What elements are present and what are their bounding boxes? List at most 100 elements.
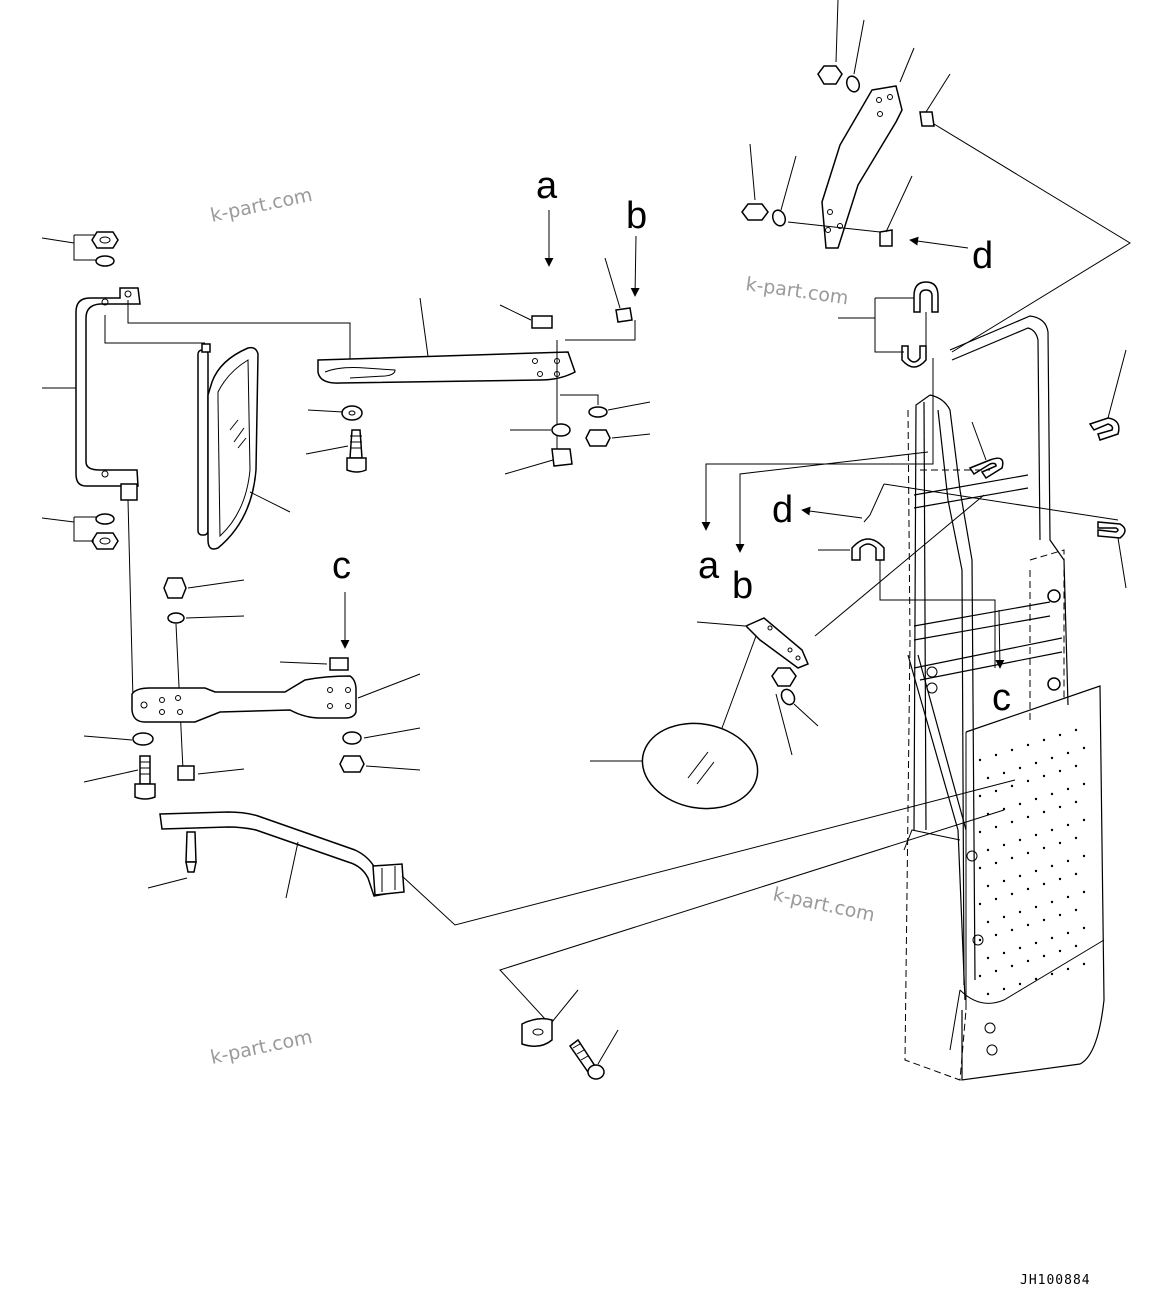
perforation-dot (1018, 874, 1022, 878)
perforation-dot (1018, 766, 1022, 770)
perforation-dot (1066, 895, 1070, 899)
perforation-dot (1010, 856, 1014, 860)
perforation-dot (986, 920, 990, 924)
perforation-dot (1010, 892, 1014, 896)
perforation-dot (1082, 962, 1086, 966)
bracket-plate-upper-right (821, 85, 903, 249)
upper-mirror-arm (305, 257, 651, 475)
perforation-dot (1058, 913, 1062, 917)
perforation-dot (1074, 872, 1078, 876)
perforation-dot (1074, 764, 1078, 768)
perforation-dot (1018, 910, 1022, 914)
perforation-dot (1066, 931, 1070, 935)
perforation-dot (1026, 887, 1030, 891)
mirror-bracket-left (75, 287, 141, 487)
perforation-dot (1074, 836, 1078, 840)
callout-d-mid: d (772, 489, 793, 531)
callout-b-top: b (626, 195, 647, 237)
callout-a-top: a (536, 165, 558, 207)
perforation-dot (1066, 967, 1070, 971)
perforation-dot (1050, 828, 1054, 832)
perforation-dot (1082, 926, 1086, 930)
perforation-dot (1002, 843, 1006, 847)
callout-arrows (340, 210, 1005, 669)
perforation-dot (1034, 869, 1038, 873)
perforation-dot (1050, 936, 1054, 940)
left-mirror-assembly (41, 231, 351, 701)
watermark: k-part.com (208, 1026, 314, 1069)
perforation-dot (986, 848, 990, 852)
perforation-dot (1058, 877, 1062, 881)
perforation-dot (994, 969, 998, 973)
perforation-dot (1034, 833, 1038, 837)
callout-c-mid: c (332, 545, 351, 587)
perforation-dot (986, 776, 990, 780)
callout-d-right: d (972, 235, 993, 277)
perforation-dot (1042, 738, 1046, 742)
perforation-dot (1050, 972, 1054, 976)
perforation-dot (1002, 987, 1006, 991)
nut-top-left (91, 231, 119, 249)
perforation-dot (1050, 864, 1054, 868)
perforation-dot (1058, 949, 1062, 953)
perforation-dot (1082, 782, 1086, 786)
perforation-dot (1002, 951, 1006, 955)
perforation-dot (1042, 954, 1046, 958)
callout-c-right: c (992, 677, 1011, 719)
perforation-dot (978, 902, 982, 906)
perforation-dot (1066, 751, 1070, 755)
perforation-dot (1066, 823, 1070, 827)
perforation-dot (994, 861, 998, 865)
perforation-dot (1002, 807, 1006, 811)
perforation-dot (1050, 792, 1054, 796)
perforation-dot (1082, 890, 1086, 894)
perforation-dot (1042, 846, 1046, 850)
perforation-dot (1074, 800, 1078, 804)
step-panel (961, 685, 1105, 1081)
perforation-dot (1082, 854, 1086, 858)
perforation-dot (994, 753, 998, 757)
perforation-dot (1050, 756, 1054, 760)
perforation-dot (994, 789, 998, 793)
perforation-dot (1026, 923, 1030, 927)
perforation-dot (1010, 748, 1014, 752)
perforation-dot (1002, 879, 1006, 883)
perforation-dot (1082, 818, 1086, 822)
perforation-dot (1034, 941, 1038, 945)
mirror-round (641, 722, 759, 810)
perforation-dot (1010, 784, 1014, 788)
u-bolt-set (818, 281, 1127, 668)
mounting-plate-lower (131, 675, 357, 723)
perforation-dot (978, 866, 982, 870)
perforation-dot (994, 825, 998, 829)
perforation-dot (978, 938, 982, 942)
bottom-fitting-parts (499, 809, 1005, 1080)
perforation-dot (1034, 761, 1038, 765)
perforation-dot (1018, 946, 1022, 950)
round-mirror-assembly (590, 494, 985, 810)
bolt-upper-arm (346, 429, 367, 473)
nut-bottom-left (91, 532, 119, 550)
perforation-dot (994, 933, 998, 937)
callout-a-right: a (698, 545, 720, 587)
perforation-dot (1010, 928, 1014, 932)
perforation-dot (978, 758, 982, 762)
perforation-dot (1018, 838, 1022, 842)
perforation-dot (1010, 820, 1014, 824)
perforation-dot (1058, 769, 1062, 773)
perforation-dot (1010, 964, 1014, 968)
lower-bracket-assembly (83, 577, 1016, 926)
perforation-dot (1018, 982, 1022, 986)
perforation-dot (1042, 810, 1046, 814)
perforation-dot (1074, 728, 1078, 732)
perforation-dot (1074, 944, 1078, 948)
perforation-dot (1058, 733, 1062, 737)
perforation-dot (1002, 915, 1006, 919)
perforation-dot (1058, 805, 1062, 809)
perforation-dot (1034, 797, 1038, 801)
handrail-frame (863, 315, 1119, 1081)
perforation-dot (978, 830, 982, 834)
perforation-dot (1026, 959, 1030, 963)
perforation-dot (986, 884, 990, 888)
perforation-dot (1042, 882, 1046, 886)
